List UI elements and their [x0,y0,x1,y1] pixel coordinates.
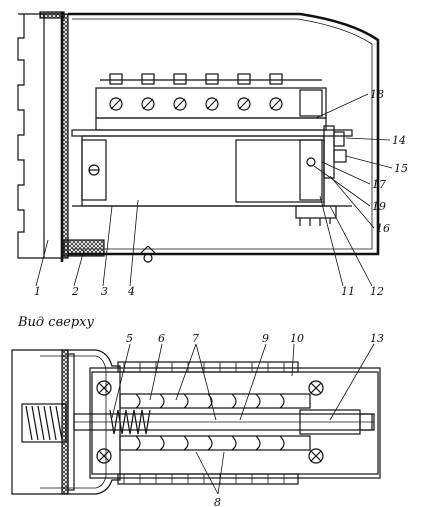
side-view-callouts: 1 2 3 4 11 12 14 15 16 17 18 19 [34,88,408,298]
screw-bl [96,448,112,464]
callout-5: 5 [126,332,133,345]
callout-6: 6 [158,332,165,345]
terminal-5 [237,73,251,111]
callout-10: 10 [290,332,304,345]
callout-18: 18 [370,88,384,101]
eye-lug [139,245,157,263]
side-view [17,11,380,263]
top-front-flange [11,349,121,495]
top-view-leaders [111,343,375,495]
screw-tl [96,380,112,396]
screw-br [308,448,324,464]
screw-tr [308,380,324,396]
callout-3: 3 [101,285,108,298]
callout-17: 17 [372,178,386,191]
threaded-boss [21,403,67,443]
callout-19: 19 [372,200,386,213]
callout-12: 12 [370,285,384,298]
contact-block [95,79,327,131]
terminal-6 [269,73,283,111]
frame-plate [71,129,353,137]
callout-15: 15 [394,162,408,175]
housing-cover [68,12,380,256]
terminal-4 [205,73,219,111]
view-label: Вид сверху [17,315,94,330]
callout-9: 9 [262,332,269,345]
callout-8: 8 [214,496,221,507]
top-view-callouts: 5 6 7 9 10 13 8 [126,332,384,507]
terminal-3 [173,73,187,111]
callout-4: 4 [127,285,135,298]
terminal-2 [141,73,155,111]
base-plate [89,367,381,479]
callout-14: 14 [392,134,406,147]
contact-row-upper [119,393,311,409]
side-view-leaders [35,93,393,287]
contact-row-lower [119,435,311,451]
terminal-1 [109,73,123,111]
callout-1: 1 [34,285,41,298]
callout-7: 7 [192,332,199,345]
callout-11: 11 [341,285,355,298]
callout-13: 13 [370,332,384,345]
callout-16: 16 [376,222,390,235]
front-flange [17,13,63,259]
top-view [11,349,381,495]
coil-body [81,135,325,207]
callout-2: 2 [71,285,79,298]
contact-strip-bottom [117,473,299,485]
spring [109,409,151,435]
side-bracket [323,125,335,179]
contact-strip-top [117,361,299,373]
